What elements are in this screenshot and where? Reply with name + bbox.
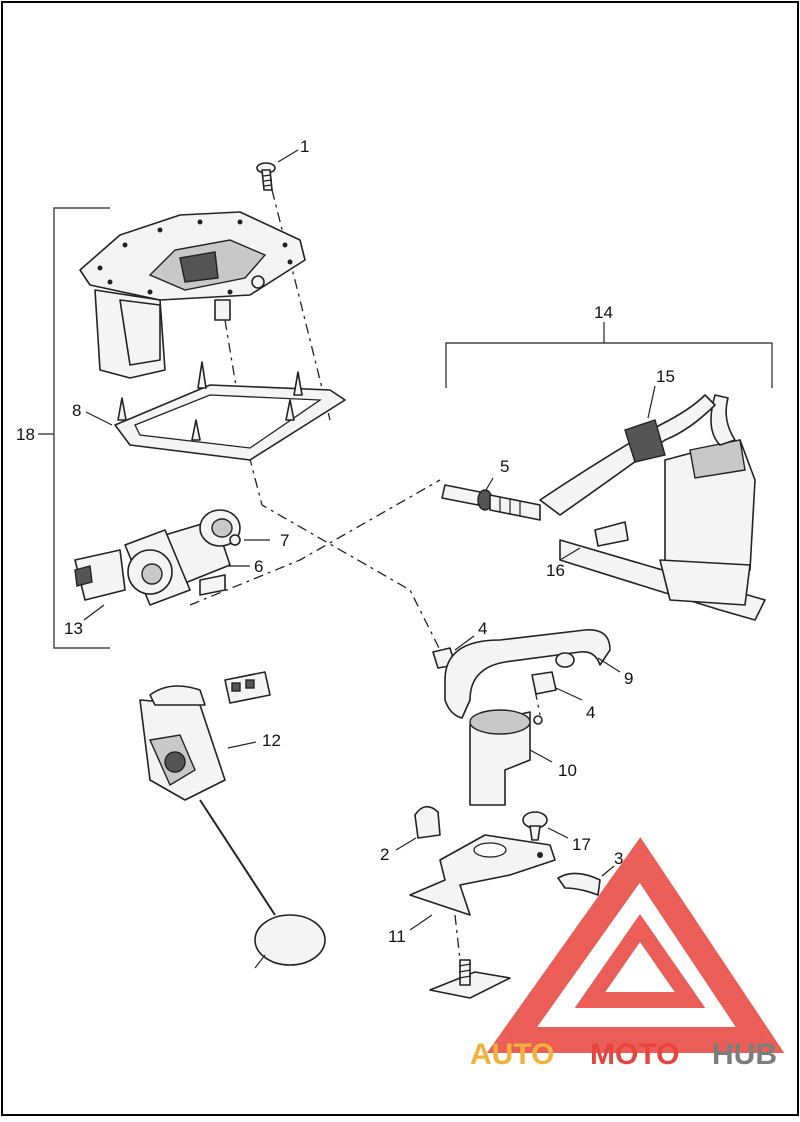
callout-17: 17 xyxy=(572,835,591,854)
part-3-clip xyxy=(557,872,601,896)
callout-4-upper: 4 xyxy=(478,619,487,638)
leader-4b xyxy=(555,687,583,701)
callout-15: 15 xyxy=(656,367,675,386)
part-12-fuel-sender xyxy=(139,671,326,969)
part-17-plug xyxy=(522,811,548,841)
part-1-screw xyxy=(256,162,276,191)
callout-9: 9 xyxy=(624,669,633,688)
callout-4-lower: 4 xyxy=(586,703,595,722)
callout-18: 18 xyxy=(16,425,35,444)
part-11-bracket xyxy=(409,834,556,916)
leader-3 xyxy=(601,865,615,877)
leader-11 xyxy=(409,914,433,931)
part-2-cap xyxy=(414,805,441,839)
part-top-plate xyxy=(79,211,306,379)
callout-1: 1 xyxy=(300,137,309,156)
leader-8 xyxy=(85,411,113,426)
callout-2: 2 xyxy=(380,845,389,864)
dash-center-line xyxy=(224,319,441,651)
callout-16: 16 xyxy=(546,561,565,580)
leader-15 xyxy=(647,385,656,419)
part-10-filter-tube xyxy=(469,709,543,806)
callout-13: 13 xyxy=(64,619,83,638)
part-4-clamp-lower xyxy=(531,671,557,695)
leader-13 xyxy=(83,604,105,621)
leader-1 xyxy=(277,149,299,163)
part-9-hose xyxy=(444,629,611,719)
callout-10: 10 xyxy=(558,761,577,780)
callout-5: 5 xyxy=(500,457,509,476)
watermark-triangle-icon xyxy=(486,837,785,1053)
callout-8: 8 xyxy=(72,401,81,420)
callout-12: 12 xyxy=(262,731,281,750)
watermark-inner-triangle-icon xyxy=(574,913,706,1008)
leader-12 xyxy=(227,741,257,749)
watermark-logo xyxy=(486,837,785,1053)
part-6-pump-assembly xyxy=(74,509,241,606)
leader-2 xyxy=(395,837,417,851)
callout-7: 7 xyxy=(280,531,289,550)
leader-9 xyxy=(597,657,621,673)
watermark-word-hub: HUB xyxy=(712,1038,777,1071)
part-8-gasket xyxy=(114,361,346,461)
part-14-pump-module xyxy=(539,394,766,621)
leader-5 xyxy=(485,477,494,491)
callout-14: 14 xyxy=(594,303,613,322)
callout-3: 3 xyxy=(614,849,623,868)
bracket-14 xyxy=(445,342,773,388)
dash-stud-line xyxy=(454,914,461,961)
leader-16 xyxy=(559,547,581,561)
callout-11: 11 xyxy=(388,927,406,946)
watermark-word-moto: MOTO xyxy=(590,1038,679,1071)
callout-6: 6 xyxy=(254,557,263,576)
leader-4a xyxy=(454,635,475,651)
bracket-18 xyxy=(53,207,110,649)
leader-10 xyxy=(529,749,553,763)
leader-17 xyxy=(547,827,569,839)
part-stud-base xyxy=(429,959,511,999)
watermark-word-auto: AUTO xyxy=(470,1038,554,1071)
dash-pump-line xyxy=(189,479,441,606)
part-5-hose-fitting xyxy=(441,484,541,521)
